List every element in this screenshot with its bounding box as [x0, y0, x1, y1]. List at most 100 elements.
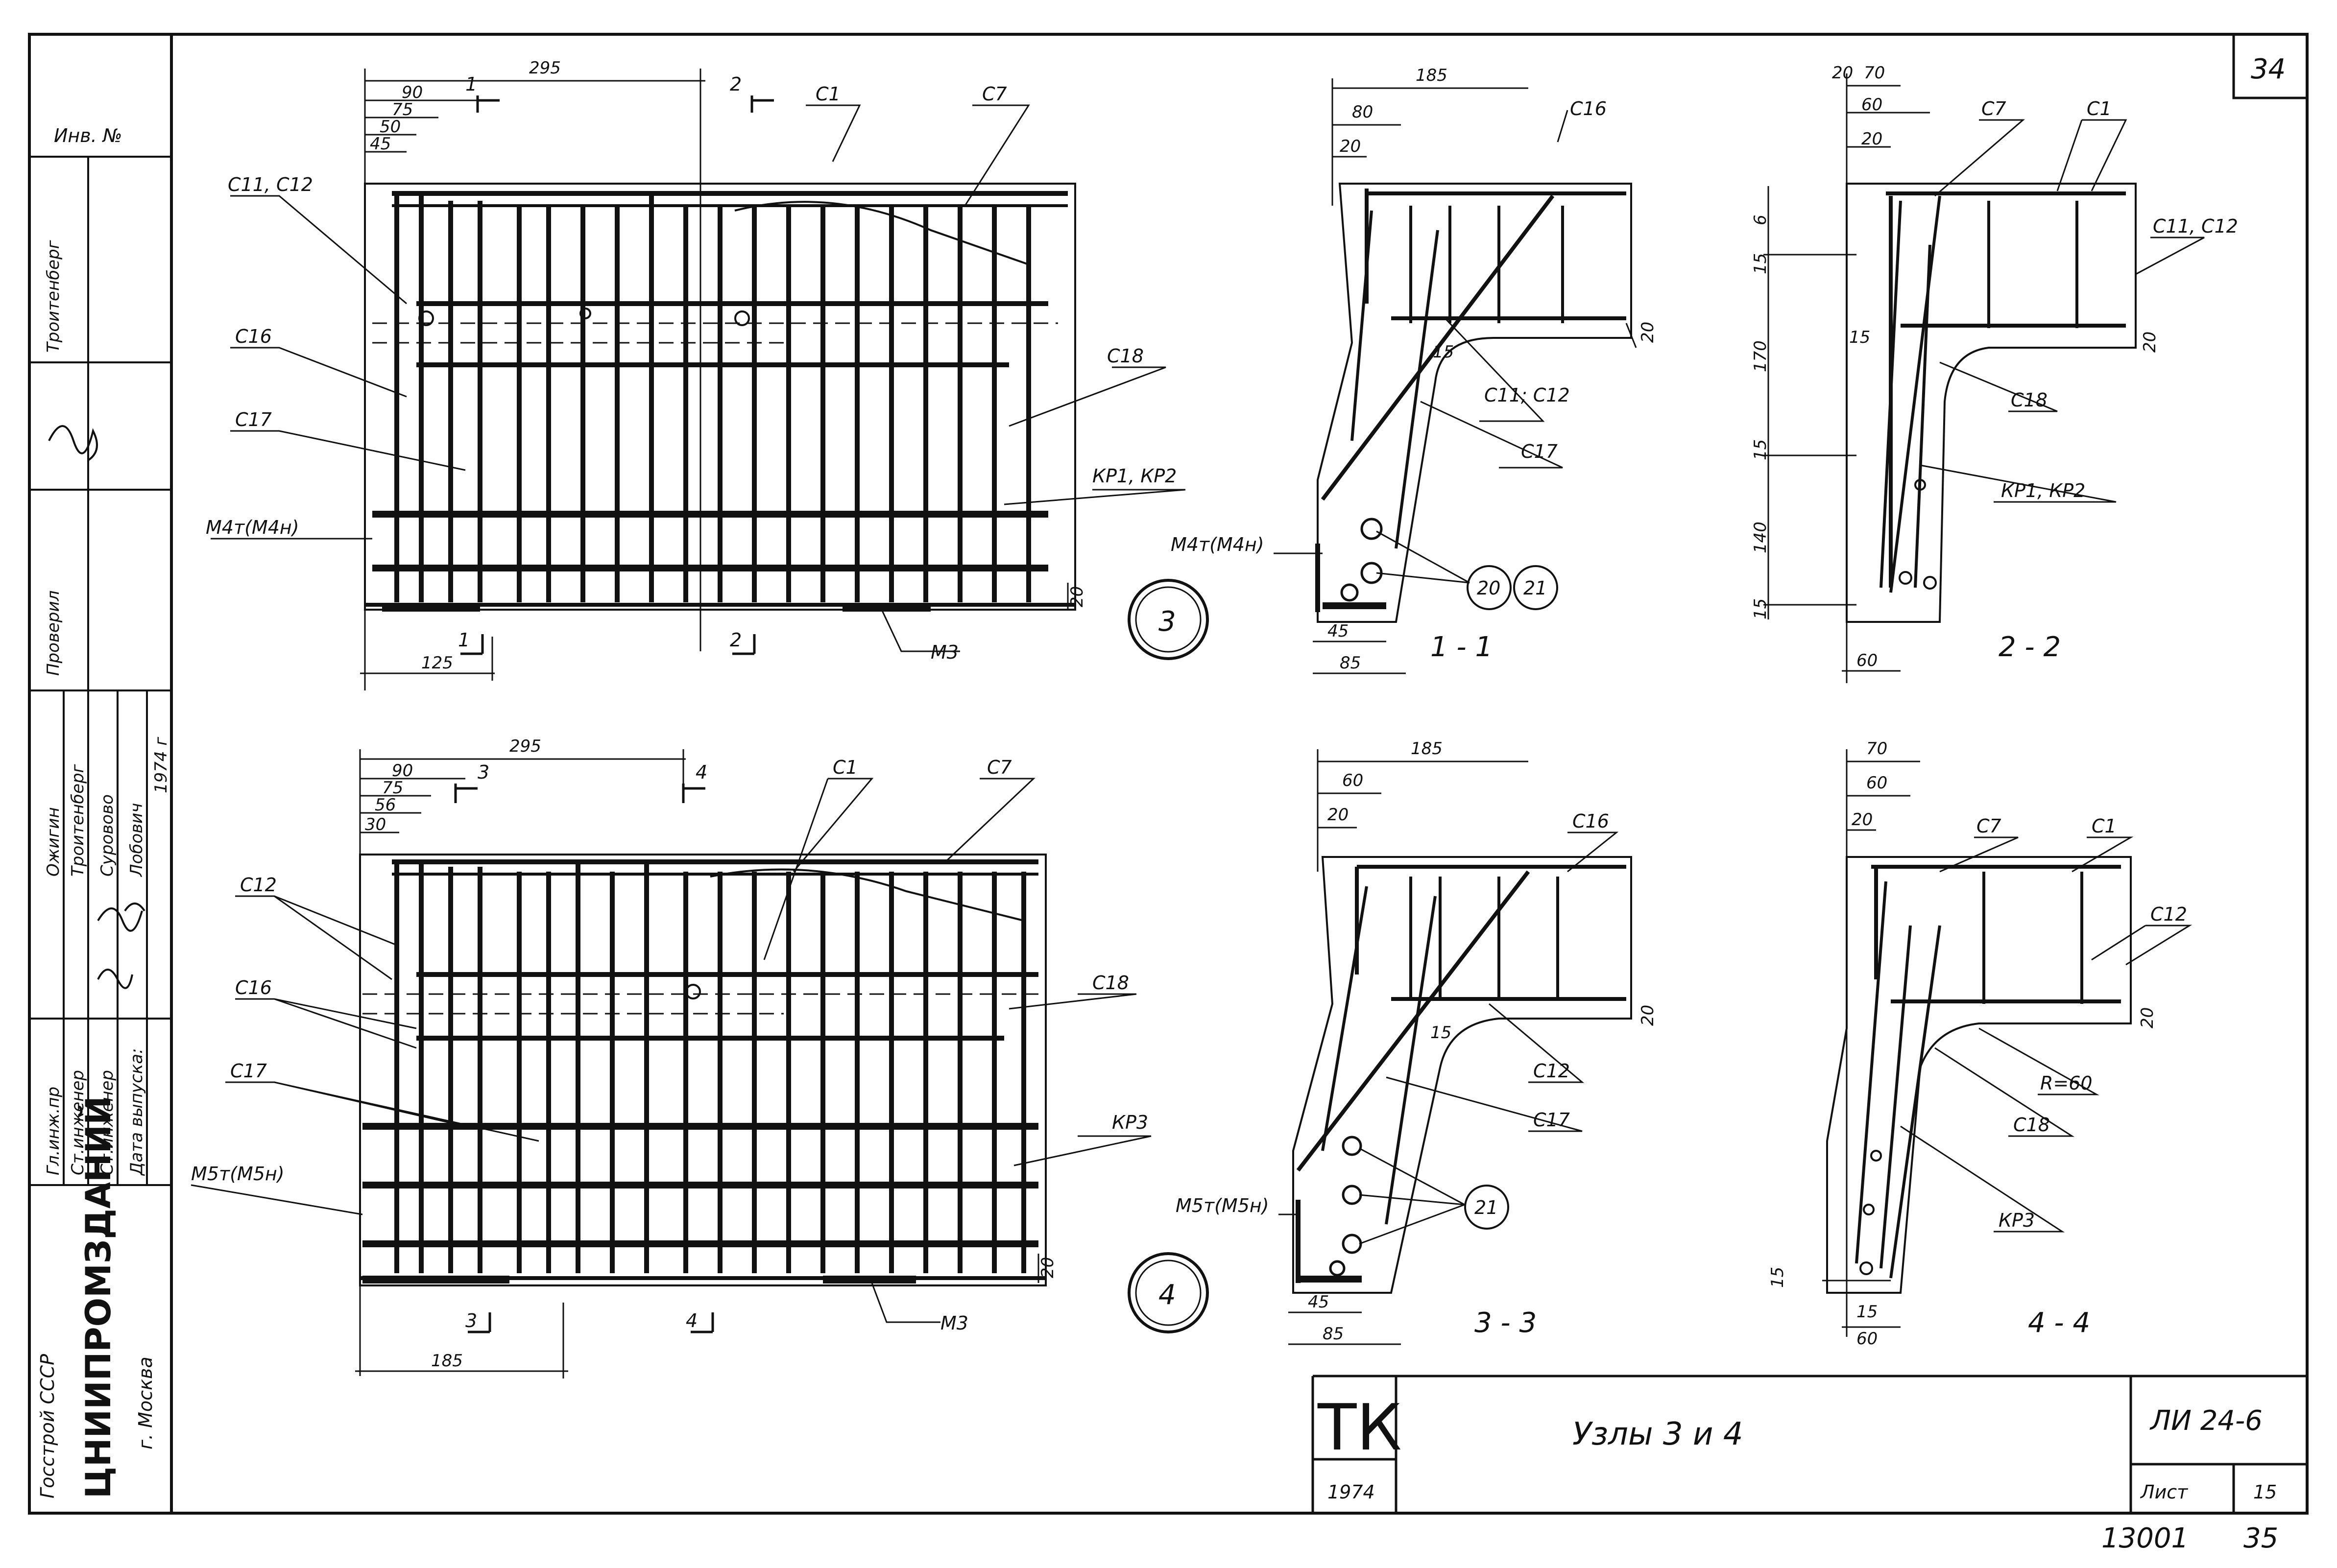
n3-dim-295: 295 — [529, 58, 561, 78]
node3-elevation — [364, 183, 1076, 612]
n3-label-m3: М3 — [931, 641, 959, 663]
s33-dim-20-side: 20 — [1638, 1005, 1658, 1026]
s22-dim-6: 6 — [1751, 214, 1770, 225]
s11-label-c11-c12: С11; С12 — [1484, 384, 1570, 406]
n3-dim-20: 20 — [1067, 586, 1087, 607]
s44-dim-60: 60 — [1866, 773, 1887, 793]
s11-dim-80: 80 — [1352, 102, 1373, 122]
role-2: Ст.инженер — [68, 1070, 88, 1175]
n4-dim-295: 295 — [509, 736, 541, 756]
org-line-3: г. Москва — [135, 1356, 156, 1449]
org-line-1: Госстрой СССР — [37, 1354, 58, 1498]
node-marker-circle-icon — [1467, 565, 1558, 610]
section-2-2 — [1846, 183, 2137, 623]
section-1-1-texts: 185 80 20 45 85 20 15 С16 С11; С12 С17 М… — [1171, 66, 1658, 673]
s44-label-kr3: КР3 — [1999, 1210, 2035, 1231]
role-3: Ст.инженер — [97, 1070, 117, 1175]
n4-label-kr3: КР3 — [1112, 1112, 1148, 1133]
s11-dim-185: 185 — [1416, 66, 1447, 85]
s22-dim-20b: 20 — [1861, 129, 1882, 149]
s33-dim-60: 60 — [1342, 771, 1363, 790]
n3-section-2-top: 2 — [730, 73, 742, 95]
node4-dimension-texts: 295 90 75 56 30 185 20 — [365, 736, 1058, 1371]
stamp-sheet-number: 15 — [2253, 1481, 2277, 1503]
s44-dim-60b: 60 — [1856, 1329, 1878, 1349]
n4-label-c17: С17 — [230, 1060, 267, 1082]
signatures — [48, 425, 145, 989]
node-marker-circle-icon — [1128, 1252, 1209, 1333]
org-line-2: ЦНИИПРОМЗДАНИЙ — [78, 1096, 119, 1498]
section-3-3 — [1292, 856, 1632, 1294]
n3-label-m4t: М4т(М4н) — [206, 517, 299, 538]
s22-dim-15c: 15 — [1751, 598, 1770, 619]
s22-dim-170: 170 — [1751, 340, 1770, 372]
s22-title: 2 - 2 — [1999, 631, 2061, 663]
n3-section-1-bottom: 1 — [458, 629, 470, 651]
n4-label-c12: С12 — [240, 874, 277, 896]
node-marker-circle-icon — [1464, 1185, 1509, 1230]
node3-labels: С1 С7 С11, С12 С16 С17 С18 КР1, КР2 М4т(… — [206, 83, 1177, 663]
n4-label-c18: С18 — [1092, 972, 1129, 994]
stamp-code-mark: ТК — [1317, 1390, 1402, 1465]
s44-title: 4 - 4 — [2028, 1307, 2090, 1339]
n4-dim-185: 185 — [431, 1351, 463, 1371]
year-signed: 1974 г — [151, 736, 171, 793]
s22-dim-15a: 15 — [1751, 253, 1770, 274]
s33-dim-20-top: 20 — [1327, 805, 1349, 825]
n4-section-4-bottom: 4 — [686, 1310, 698, 1331]
s44-dim-15a: 15 — [1768, 1267, 1787, 1288]
section-4-4-dims — [1822, 749, 1920, 1337]
s33-label-c12: С12 — [1533, 1060, 1570, 1082]
section-3-3-leaders — [1278, 832, 1619, 1245]
s44-label-r60: R=60 — [2040, 1072, 2093, 1094]
s44-label-c1: С1 — [2092, 815, 2117, 837]
s22-label-c11-c12: С11, С12 — [2153, 215, 2238, 237]
node4-circle-number: 4 — [1158, 1279, 1176, 1311]
node4-section-marks: 3 4 3 4 — [454, 761, 714, 1333]
n3-dim-50: 50 — [380, 117, 401, 137]
node4-labels: С1 С7 С12 С16 С17 С18 КР3 М5т(М5н) М3 — [191, 757, 1148, 1334]
s11-dim-15: 15 — [1433, 342, 1454, 362]
s22-dim-20c: 20 — [2140, 332, 2160, 353]
stamp-series: ЛИ 24-6 — [2149, 1405, 2263, 1437]
left-title-block — [29, 156, 171, 1186]
stamp-title: Узлы 3 и 4 — [1572, 1416, 1743, 1452]
n4-dim-56: 56 — [375, 795, 396, 815]
n4-section-3-bottom: 3 — [465, 1310, 477, 1331]
s33-dim-185: 185 — [1411, 739, 1443, 759]
s22-dim-20: 20 — [1832, 63, 1853, 83]
n3-label-c16: С16 — [235, 326, 272, 347]
node4-leaders — [191, 778, 1152, 1323]
role-1: Гл.инж.пр — [44, 1087, 63, 1175]
section-4-4 — [1826, 856, 2132, 1294]
section-4-4-leaders — [1900, 836, 2192, 1233]
n3-dim-90: 90 — [402, 83, 423, 102]
n3-dim-45: 45 — [370, 134, 391, 154]
name-2: Троитенберг — [68, 763, 88, 877]
n4-dim-90: 90 — [392, 761, 413, 781]
s11-circle-21: 21 — [1523, 577, 1547, 599]
s22-dim-60: 60 — [1861, 95, 1882, 115]
s22-dim-70: 70 — [1864, 63, 1885, 83]
s33-label-m5t: М5т(М5н) — [1176, 1195, 1269, 1216]
s11-title: 1 - 1 — [1430, 631, 1493, 663]
n4-label-c1: С1 — [833, 757, 858, 778]
s44-dim-20: 20 — [1852, 810, 1873, 830]
s33-dim-45: 45 — [1308, 1292, 1329, 1312]
section-1-1-leaders — [1274, 110, 1568, 584]
n4-label-c16: С16 — [235, 977, 272, 998]
n3-label-c11-c12: С11, С12 — [228, 174, 313, 195]
stamp-code-year: 1974 — [1327, 1481, 1375, 1503]
name-4: Лобович — [127, 803, 146, 878]
sheet-frame — [28, 33, 2309, 1515]
s22-label-c1: С1 — [2087, 98, 2112, 119]
section-2-2-leaders — [1920, 119, 2205, 503]
n4-label-c7: С7 — [987, 757, 1012, 778]
inventory-label: Инв. № — [54, 125, 122, 146]
s11-dim-85: 85 — [1340, 653, 1361, 673]
n3-dim-75: 75 — [392, 100, 413, 119]
n4-dim-20: 20 — [1038, 1257, 1058, 1278]
node3-section-marks: 1 2 1 2 — [458, 73, 774, 655]
n4-section-4-top: 4 — [696, 761, 707, 783]
